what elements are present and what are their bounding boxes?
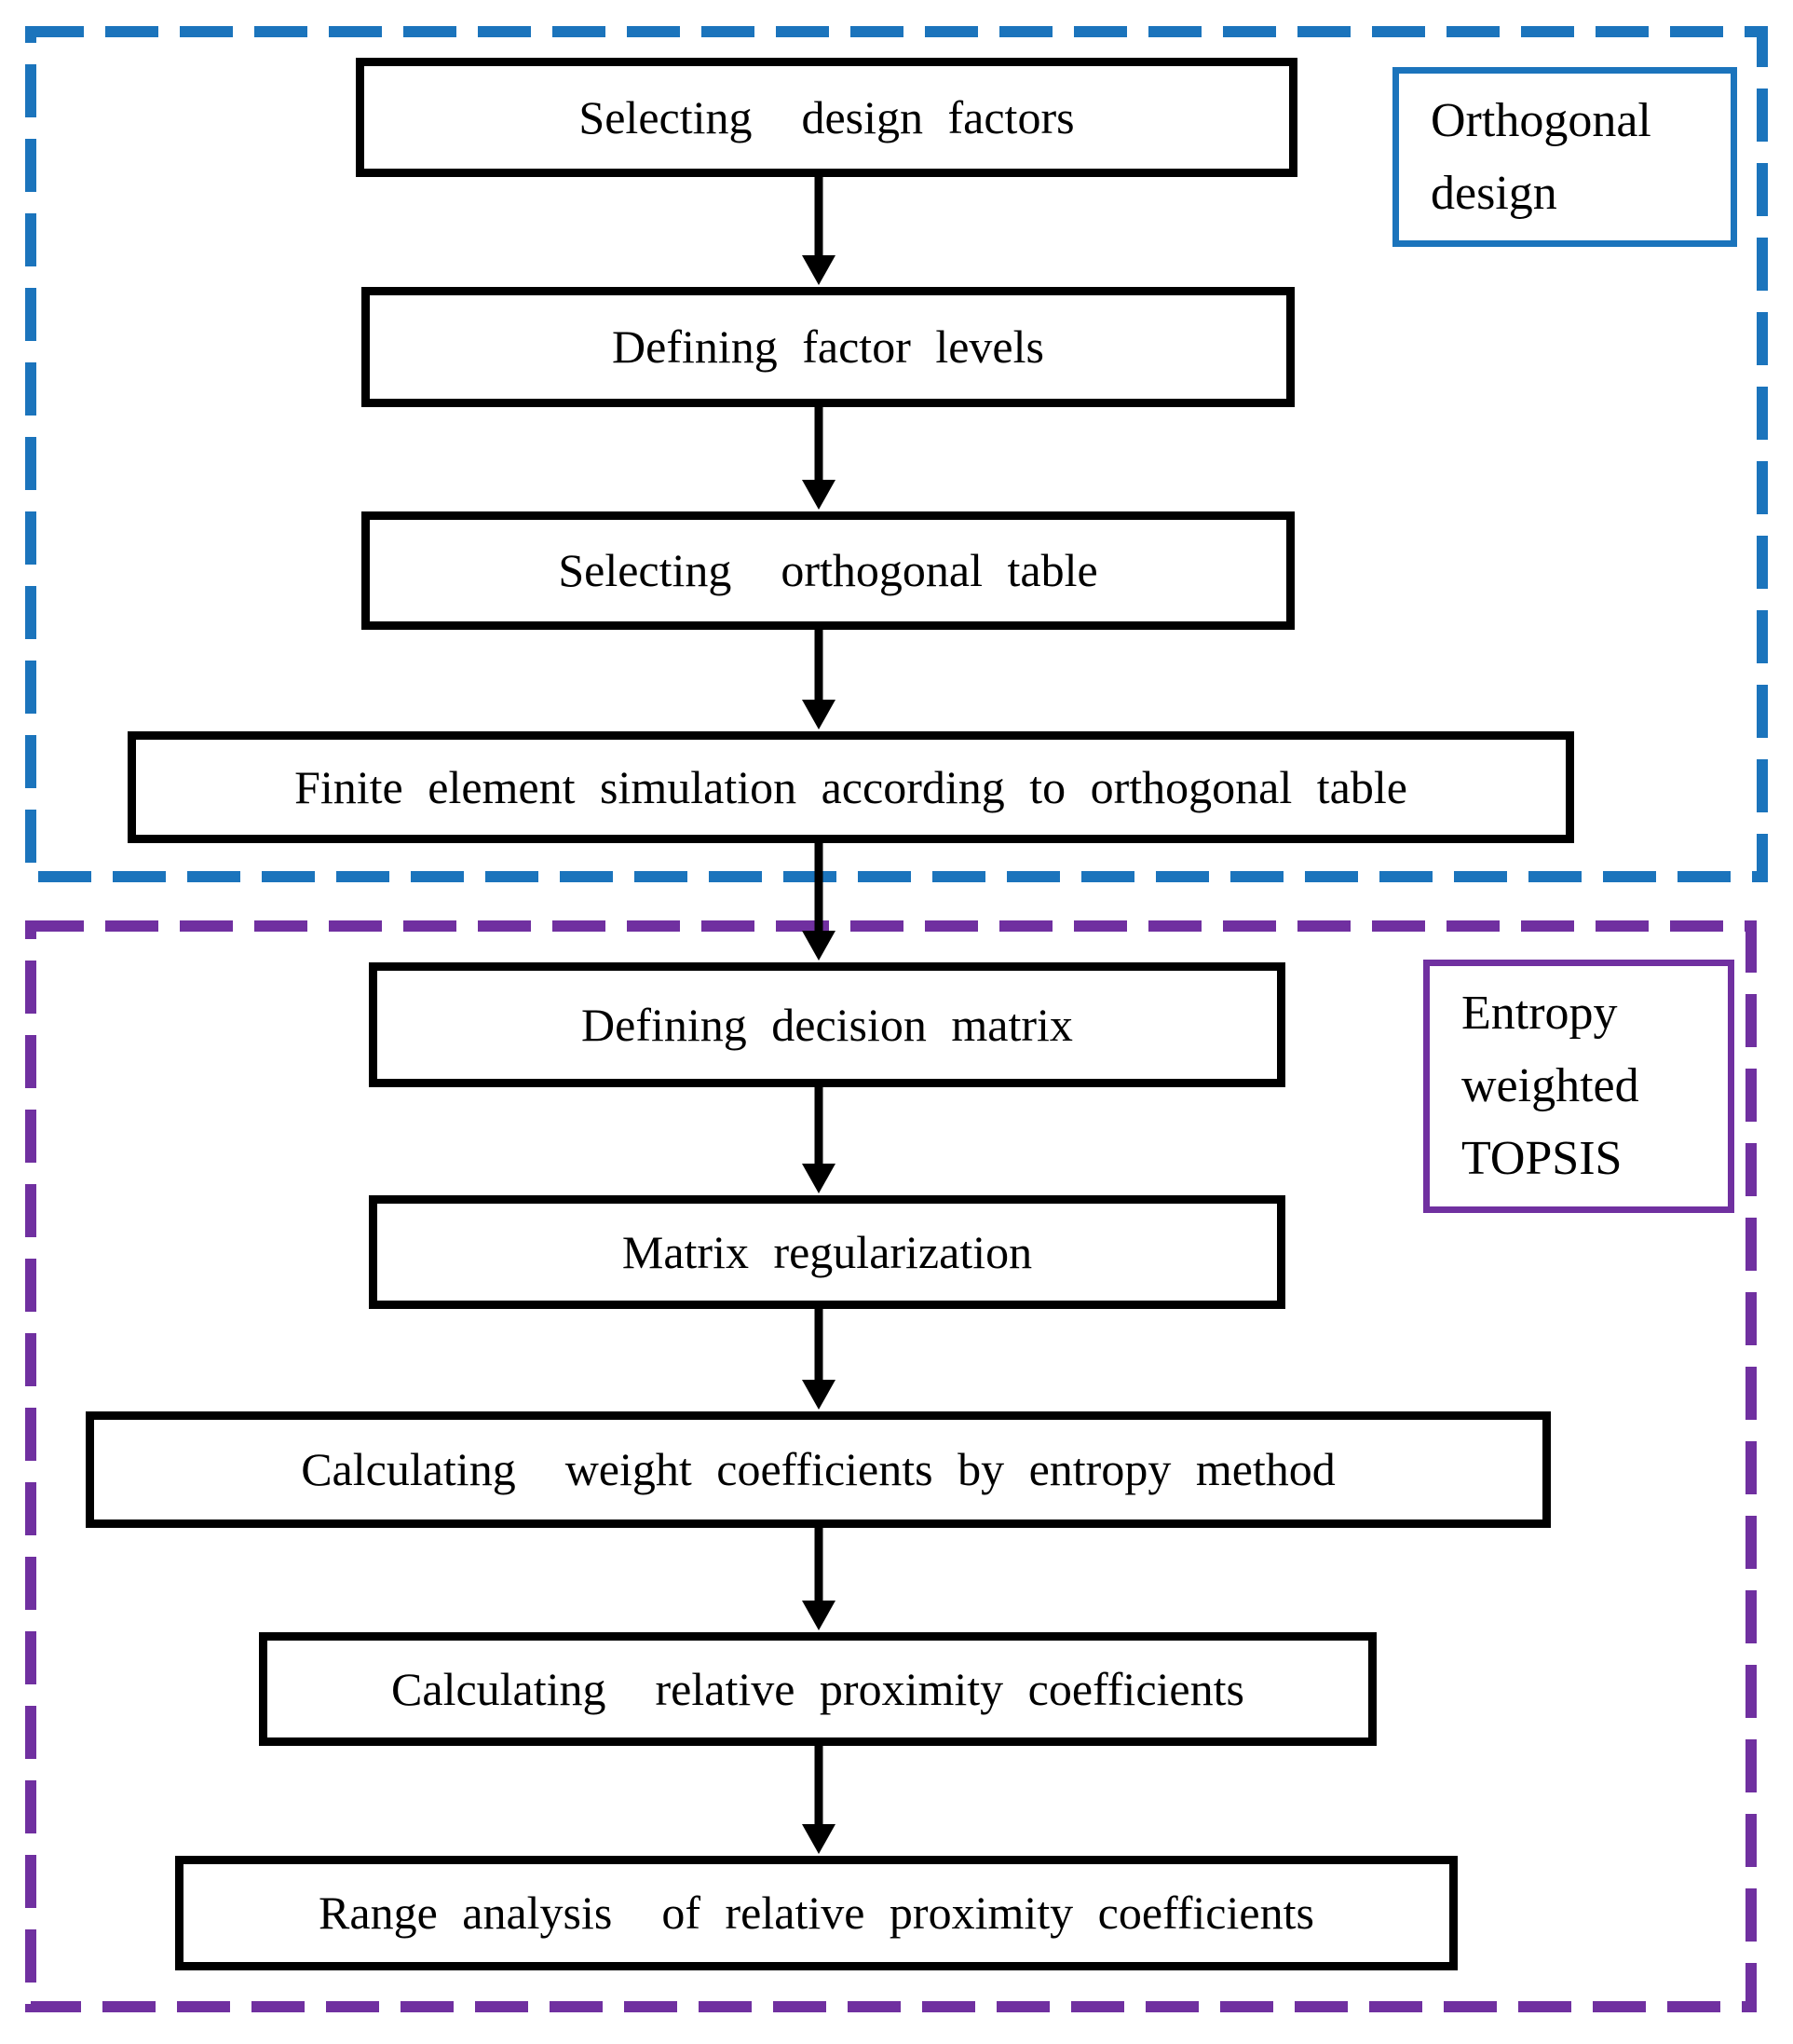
arrow-box8-to-box9 (802, 1746, 835, 1854)
flow-box-selecting-design-factors: Selecting design factors (356, 58, 1297, 177)
flow-box-range-analysis: Range analysis of relative proximity coe… (175, 1856, 1458, 1970)
group-label-orthogonal-design: Orthogonal design (1392, 67, 1737, 247)
arrow-box2-to-box3 (802, 407, 835, 510)
flow-box-finite-element-simulation: Finite element simulation according to o… (128, 731, 1574, 843)
flow-box-calculating-weight-coefficients: Calculating weight coefficients by entro… (86, 1411, 1551, 1528)
group-label-entropy-weighted-topsis: Entropy weighted TOPSIS (1423, 960, 1734, 1213)
flow-box-matrix-regularization: Matrix regularization (369, 1195, 1285, 1309)
flow-box-defining-factor-levels: Defining factor levels (361, 287, 1295, 407)
arrow-box1-to-box2 (802, 177, 835, 285)
arrow-box6-to-box7 (802, 1309, 835, 1410)
orthogonal-design-group-border (25, 26, 1768, 882)
entropy-topsis-group-border (25, 920, 1757, 2012)
flow-box-calculating-relative-proximity: Calculating relative proximity coefficie… (259, 1632, 1377, 1746)
arrow-box4-to-box5 (802, 843, 835, 961)
arrow-box7-to-box8 (802, 1528, 835, 1630)
arrow-box5-to-box6 (802, 1087, 835, 1193)
arrow-box3-to-box4 (802, 630, 835, 729)
flow-box-selecting-orthogonal-table: Selecting orthogonal table (361, 511, 1295, 630)
flow-box-defining-decision-matrix: Defining decision matrix (369, 962, 1285, 1087)
